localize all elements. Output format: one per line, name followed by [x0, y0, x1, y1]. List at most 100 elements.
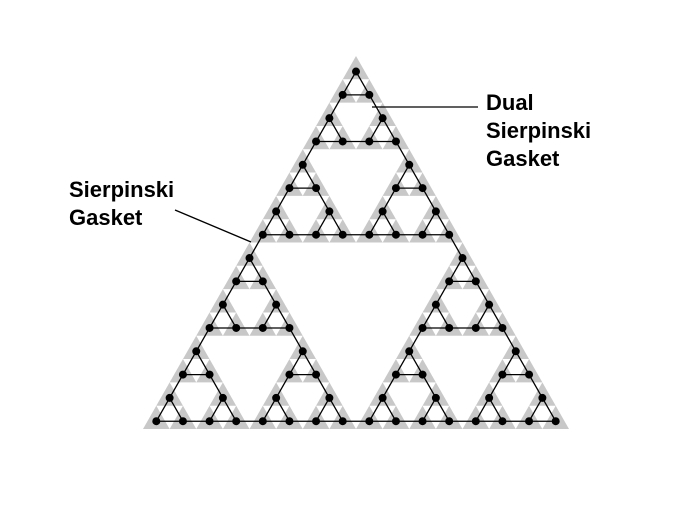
- dual-node: [285, 230, 294, 239]
- dual-node: [312, 417, 321, 426]
- dual-node: [391, 230, 400, 239]
- dual-edge: [382, 187, 397, 212]
- gasket-hole: [435, 289, 490, 336]
- gasket-hole: [196, 335, 303, 429]
- dual-node: [258, 230, 267, 239]
- dual-edge: [328, 94, 344, 119]
- dual-edge: [421, 187, 437, 212]
- gasket-hole: [289, 172, 317, 196]
- dual-node: [205, 323, 214, 332]
- dual-node: [312, 230, 321, 239]
- dual-node: [378, 393, 387, 402]
- gasket-hole: [182, 359, 210, 383]
- dual-edge: [275, 211, 291, 236]
- gasket-hole: [156, 405, 183, 429]
- gasket-hole: [289, 359, 317, 383]
- gasket-hole: [422, 405, 450, 429]
- gasket-hole: [329, 102, 383, 150]
- gasket-hole: [422, 219, 450, 243]
- dual-edge: [488, 374, 504, 399]
- dual-edge: [315, 211, 330, 236]
- dual-node: [551, 417, 560, 426]
- dual-node: [338, 230, 347, 239]
- dual-node: [192, 347, 201, 356]
- dual-node: [498, 370, 507, 379]
- dual-node: [471, 277, 480, 286]
- dual-node: [205, 417, 214, 426]
- dual-node: [418, 323, 427, 332]
- gasket-hole: [529, 405, 556, 429]
- dual-node: [365, 137, 374, 146]
- dual-node: [431, 207, 440, 216]
- dual-node: [325, 207, 334, 216]
- gasket-hole: [369, 125, 396, 150]
- dual-node: [391, 417, 400, 426]
- dual-edge: [262, 211, 277, 236]
- dual-node: [218, 300, 227, 309]
- dual-edge: [435, 281, 450, 305]
- dual-edge: [315, 187, 330, 212]
- dual-node: [418, 370, 427, 379]
- gasket-hole: [395, 172, 423, 196]
- dual-edge: [395, 350, 410, 375]
- gasket-hole: [369, 405, 396, 429]
- dual-node: [325, 114, 334, 123]
- gasket-hole: [276, 195, 330, 243]
- dual-node: [431, 300, 440, 309]
- dual-node: [471, 417, 480, 426]
- dual-edge: [395, 141, 410, 166]
- dual-node: [391, 184, 400, 193]
- dual-label-line-2: Sierpinski: [486, 118, 591, 143]
- dual-edge: [302, 350, 317, 375]
- dual-edge: [315, 117, 330, 142]
- dual-edge: [208, 304, 224, 329]
- dual-node: [258, 277, 267, 286]
- dual-edge: [302, 164, 317, 189]
- dual-node: [378, 114, 387, 123]
- gasket-hole: [449, 265, 476, 290]
- dual-node: [325, 393, 334, 402]
- dual-edge: [515, 350, 530, 375]
- gasket-hole: [316, 125, 343, 150]
- dual-node: [272, 300, 281, 309]
- dual-gasket-edges: [155, 71, 557, 422]
- gasket-hole: [316, 219, 343, 243]
- dual-edge: [488, 397, 504, 422]
- dual-edge: [315, 397, 330, 422]
- dual-node: [232, 323, 241, 332]
- gasket-hole: [262, 219, 290, 243]
- gasket-hole: [209, 405, 237, 429]
- dual-node: [258, 417, 267, 426]
- dual-node: [445, 323, 454, 332]
- dual-node: [525, 370, 534, 379]
- dual-edge: [368, 211, 384, 236]
- dual-node: [232, 417, 241, 426]
- dual-edge: [328, 211, 344, 236]
- dual-edge: [435, 211, 450, 236]
- dual-node: [312, 370, 321, 379]
- dual-edge: [475, 281, 490, 305]
- gasket-hole: [409, 335, 516, 429]
- dual-edge: [302, 141, 317, 166]
- dual-edge: [528, 374, 543, 399]
- gasket-hole: [262, 405, 290, 429]
- dual-edge: [382, 397, 397, 422]
- dual-edge: [262, 281, 277, 305]
- dual-edge: [288, 350, 304, 375]
- dual-edge: [448, 234, 464, 259]
- dual-edge: [222, 281, 237, 305]
- dual-edge: [382, 211, 397, 236]
- dual-edge: [475, 397, 490, 422]
- dual-node: [458, 254, 467, 263]
- dual-edge: [169, 374, 184, 399]
- gasket-hole: [475, 405, 503, 429]
- dual-edge: [382, 374, 397, 399]
- dual-edge: [275, 304, 291, 329]
- dual-node: [165, 393, 174, 402]
- dual-node: [218, 393, 227, 402]
- dual-node: [511, 347, 520, 356]
- dual-edge: [262, 397, 277, 422]
- gasket-hole: [489, 382, 543, 429]
- dual-edge: [435, 397, 450, 422]
- gasket-hole: [276, 382, 330, 429]
